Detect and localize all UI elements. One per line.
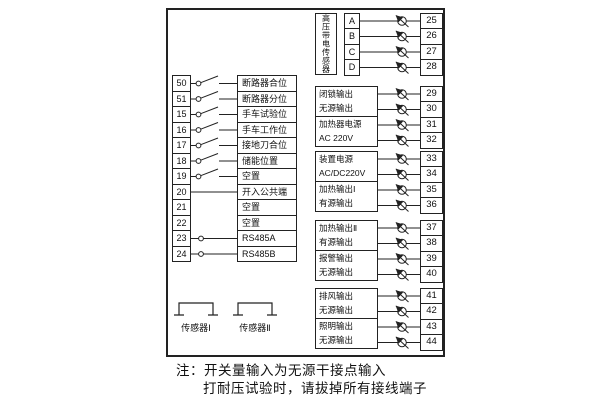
- input-label: 空置: [237, 199, 297, 216]
- input-terminal-number: 51: [172, 90, 191, 108]
- output-terminal-pair: 39 40: [420, 250, 443, 283]
- output-label-line1: 加热输出Ⅰ: [319, 184, 356, 195]
- sensor-1-icon: [173, 302, 219, 316]
- output-group-box: 排风输出 无源输出: [315, 287, 378, 319]
- note-line-1: 注：开关量输入为无源干接点输入: [176, 363, 386, 378]
- terminal-number: 35: [420, 181, 443, 199]
- input-terminal-number: 15: [172, 106, 191, 123]
- terminal-number: 41: [420, 287, 443, 305]
- terminal-number: 39: [420, 250, 443, 268]
- terminal-number: 27: [420, 43, 443, 61]
- output-label-line1: 照明输出: [319, 321, 354, 332]
- output-group-box: 加热器电源 AC 220V: [315, 115, 378, 147]
- output-label-line1: 排风输出: [319, 291, 354, 302]
- input-label: 手车试验位: [237, 106, 297, 123]
- terminal-number: 29: [420, 85, 443, 103]
- input-label: 空置: [237, 214, 297, 232]
- output-label-line2: AC/DC220V: [319, 167, 366, 178]
- input-terminal-number: 18: [172, 152, 191, 170]
- output-group-box: 闭锁输出 无源输出: [315, 85, 378, 117]
- terminal-number: 42: [420, 303, 443, 320]
- device-outline: [166, 8, 445, 357]
- output-label-line2: 无源输出: [319, 266, 354, 277]
- hv-phase: B: [344, 28, 360, 45]
- sensor-1-label: 传感器Ⅰ: [181, 323, 211, 333]
- output-terminal-pair: 33 34: [420, 150, 443, 183]
- terminal-number: 36: [420, 197, 443, 214]
- output-terminal-pair: 37 38: [420, 219, 443, 252]
- terminal-number: 34: [420, 166, 443, 183]
- input-label: 手车工作位: [237, 121, 297, 139]
- output-group-box: 装置电源 AC/DC220V: [315, 150, 378, 182]
- output-group-box: 照明输出 无源输出: [315, 317, 378, 349]
- input-label: RS485A: [237, 230, 297, 247]
- input-terminal-strip: 50 51 15 16 17 18 19 20 21 22 23 24: [172, 75, 191, 263]
- output-label-line2: 有源输出: [319, 197, 354, 208]
- output-terminal-pair: 43 44: [420, 318, 443, 351]
- terminal-number: 37: [420, 219, 443, 237]
- output-terminal-pair: 31 32: [420, 116, 443, 149]
- output-label-line2: 有源输出: [319, 236, 354, 247]
- output-label-line1: 装置电源: [319, 154, 354, 165]
- input-label: RS485B: [237, 245, 297, 263]
- terminal-number: 44: [420, 334, 443, 351]
- input-terminal-number: 50: [172, 75, 191, 92]
- input-terminal-number: 24: [172, 245, 191, 263]
- hv-phase-column: A B C D: [344, 12, 360, 76]
- terminal-number: 31: [420, 116, 443, 134]
- output-terminal-pair: 29 30: [420, 85, 443, 118]
- terminal-number: 33: [420, 150, 443, 168]
- input-label: 开入公共端: [237, 183, 297, 201]
- output-label-line1: 加热器电源: [319, 119, 362, 130]
- sensor-symbols: [173, 302, 278, 316]
- hv-phase: D: [344, 59, 360, 76]
- hv-terminal-strip: 25 26 27 28: [420, 12, 443, 76]
- hv-sensor-label: 高压带电传感器: [321, 14, 331, 74]
- input-label: 空置: [237, 168, 297, 185]
- input-terminal-number: 20: [172, 183, 191, 201]
- input-terminal-number: 16: [172, 121, 191, 139]
- terminal-number: 43: [420, 318, 443, 336]
- input-label: 储能位置: [237, 152, 297, 170]
- output-label-line2: 无源输出: [319, 334, 354, 345]
- input-terminal-number: 21: [172, 199, 191, 216]
- hv-sensor-terminal-symbols: [360, 16, 420, 74]
- hv-phase: A: [344, 12, 360, 30]
- input-label-column: 断路器合位 断路器分位 手车试验位 手车工作位 接地刀合位 储能位置 空置 开入…: [237, 75, 297, 263]
- hv-phase: C: [344, 43, 360, 61]
- terminal-number: 40: [420, 266, 443, 283]
- input-terminal-number: 19: [172, 168, 191, 185]
- output-group-box: 加热输出Ⅰ 有源输出: [315, 180, 378, 212]
- input-label: 接地刀合位: [237, 137, 297, 154]
- output-terminal-pair: 35 36: [420, 181, 443, 214]
- sensor-2-icon: [232, 302, 278, 316]
- output-group-box: 报警输出 无源输出: [315, 249, 378, 281]
- output-label-line2: 无源输出: [319, 102, 354, 113]
- output-label-line2: 无源输出: [319, 304, 354, 315]
- input-terminal-number: 23: [172, 230, 191, 247]
- hv-sensor-box: 高压带电传感器: [315, 12, 337, 75]
- terminal-number: 38: [420, 235, 443, 252]
- terminal-number: 30: [420, 101, 443, 118]
- output-terminal-symbols: [378, 89, 420, 349]
- output-group-box: 加热输出Ⅱ 有源输出: [315, 219, 378, 251]
- terminal-number: 32: [420, 132, 443, 149]
- sensor-2-label: 传感器Ⅱ: [239, 323, 271, 333]
- terminal-number: 25: [420, 12, 443, 30]
- output-terminal-pair: 41 42: [420, 287, 443, 320]
- input-label: 断路器合位: [237, 75, 297, 92]
- output-label-line2: AC 220V: [319, 132, 354, 143]
- output-label-line1: 报警输出: [319, 253, 354, 264]
- note-line-2: 打耐压试验时，请拔掉所有接线端子: [203, 381, 427, 396]
- output-label-line1: 加热输出Ⅱ: [319, 223, 358, 234]
- input-terminal-number: 17: [172, 137, 191, 154]
- terminal-number: 28: [420, 59, 443, 76]
- input-switch-symbols: [190, 75, 238, 257]
- input-terminal-number: 22: [172, 214, 191, 232]
- output-label-line1: 闭锁输出: [319, 89, 354, 100]
- terminal-number: 26: [420, 28, 443, 45]
- input-label: 断路器分位: [237, 90, 297, 108]
